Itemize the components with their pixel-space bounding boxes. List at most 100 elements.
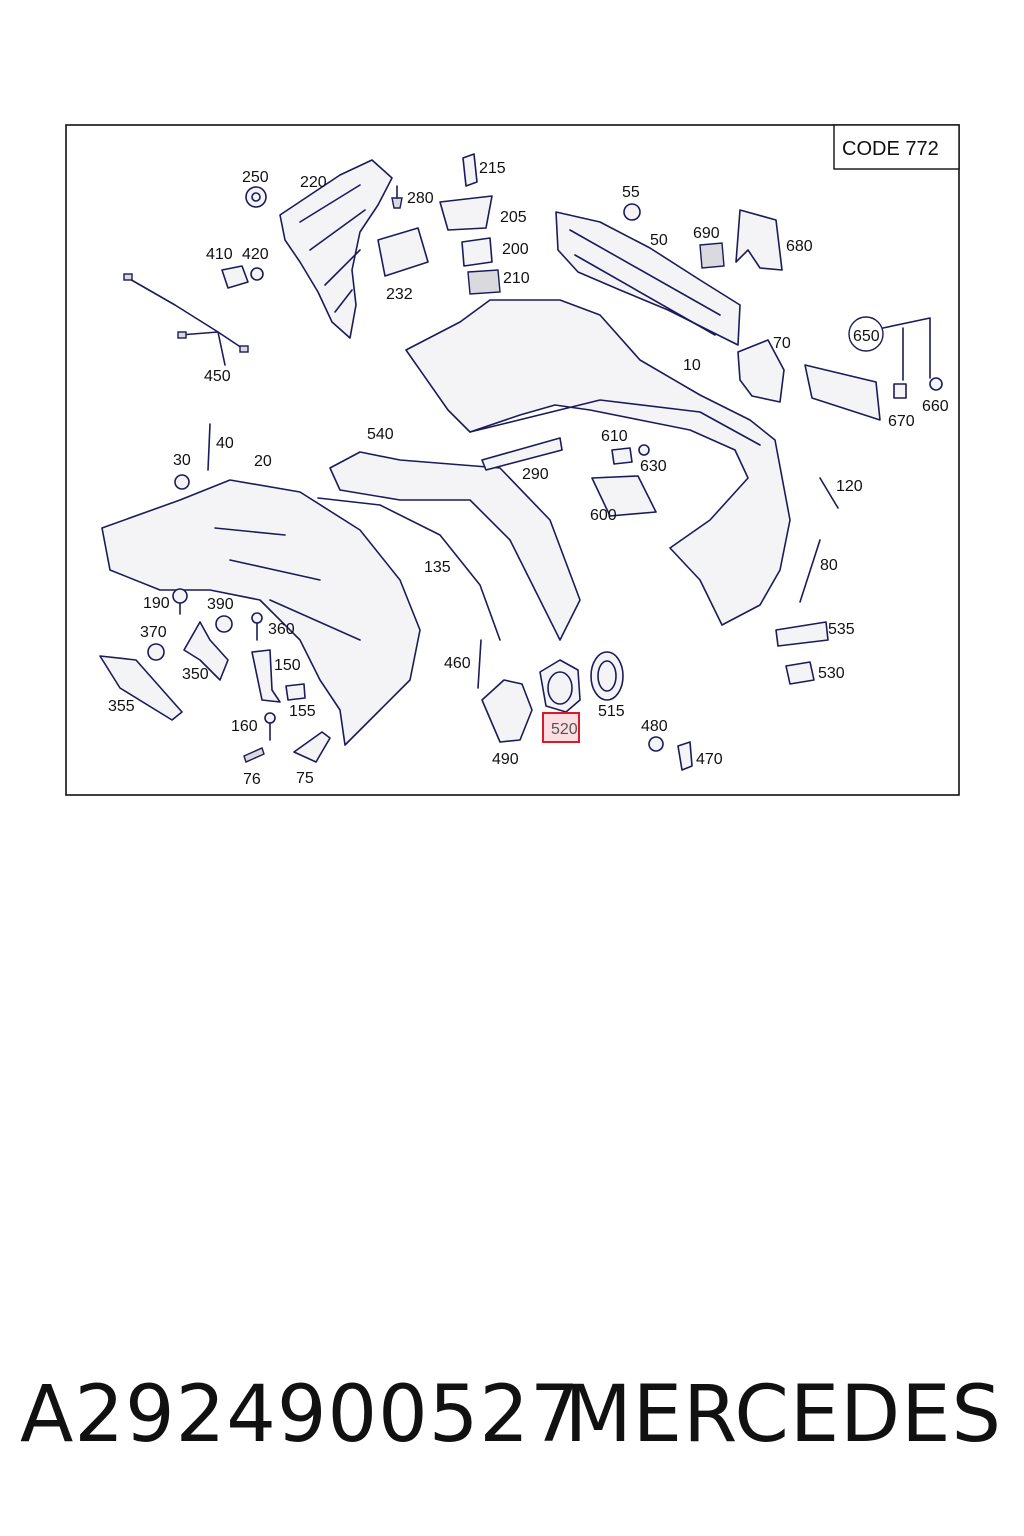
callout-150: 150 [274,657,301,674]
callout-610: 610 [601,428,628,445]
part-135-trim-strip [317,497,501,641]
callout-labels: 250 220 280 215 205 200 210 232 410 420 … [108,160,949,788]
callout-410: 410 [206,246,233,263]
callout-280: 280 [407,190,434,207]
part-660-screw [929,377,943,391]
callout-390: 390 [207,596,234,613]
part-55-nut [623,203,641,221]
part-10-bumper-cover [405,299,791,626]
part-155-clip [285,683,306,701]
callout-135: 135 [424,559,451,576]
callout-75: 75 [296,770,314,787]
callout-190: 190 [143,595,170,612]
callout-690: 690 [693,225,720,242]
callout-50: 50 [650,232,668,249]
part-76-clip [243,747,265,763]
callout-250: 250 [242,169,269,186]
code-box: CODE 772 [833,124,960,170]
callout-680: 680 [786,238,813,255]
callout-30: 30 [173,452,191,469]
callout-670: 670 [888,413,915,430]
part-280-screw [391,185,403,209]
part-190-clip [172,588,188,615]
callout-350: 350 [182,666,209,683]
callout-490: 490 [492,751,519,768]
callout-20: 20 [254,453,272,470]
callout-650: 650 [853,328,880,345]
callout-370: 370 [140,624,167,641]
callout-10: 10 [683,357,701,374]
callout-450: 450 [204,368,231,385]
callout-600: 600 [590,507,617,524]
part-670-clip [893,383,907,399]
parts-diagram: CODE 772 [65,124,960,796]
callout-70: 70 [773,335,791,352]
callout-480: 480 [641,718,668,735]
part-160-screw [264,712,276,741]
callout-120: 120 [836,478,863,495]
callout-540: 540 [367,426,394,443]
part-40-rod [207,423,211,471]
part-450-wiring [123,273,249,366]
part-530-clip [785,661,815,685]
callout-215: 215 [479,160,506,177]
part-540-trim [329,451,581,641]
code-label: CODE 772 [842,138,939,160]
part-350-bracket [183,621,229,681]
callout-40: 40 [216,435,234,452]
part-232-cover [377,227,429,277]
part-50-reinforcement [555,211,741,346]
part-370-grommet [147,643,165,661]
callout-160: 160 [231,718,258,735]
part-75-cover [293,731,331,763]
part-220-side-bracket [279,159,393,339]
callout-360: 360 [268,621,295,638]
callout-530: 530 [818,665,845,682]
part-120-strip [819,477,839,509]
part-150-bracket [251,649,281,703]
part-355-bracket [99,655,183,721]
part-80-strip [799,539,821,603]
part-470-clip [677,741,693,771]
part-520-exhaust-tip [539,659,581,713]
callout-460: 460 [444,655,471,672]
part-490-bracket [481,679,533,743]
part-360-screw [251,612,263,641]
part-600-bracket [591,475,657,517]
callout-515: 515 [598,703,625,720]
part-20-lower-bumper [101,479,421,746]
highlighted-callout: 520 [542,712,580,743]
callout-220: 220 [300,174,327,191]
part-480-nut [648,736,664,752]
part-200-frame [461,237,493,267]
diagram-frame [65,124,960,796]
part-680-bracket [735,209,783,271]
callout-205: 205 [500,209,527,226]
part-215-clip [462,153,478,187]
footer: A2924900527 MERCEDES [0,1370,1024,1480]
callout-630: 630 [640,458,667,475]
callout-155: 155 [289,703,316,720]
part-250-grommet [245,186,267,208]
part-535-bracket [775,621,829,647]
part-30-nut [174,474,190,490]
part-number: A2924900527 [20,1370,581,1460]
part-410-sensor [221,265,264,289]
callout-355: 355 [108,698,135,715]
part-515-trim-ring [590,651,624,701]
callout-660: 660 [922,398,949,415]
callout-470: 470 [696,751,723,768]
part-650-plate-holder [804,316,931,421]
callout-200: 200 [502,241,529,258]
part-70-bracket [737,339,785,403]
callout-535: 535 [828,621,855,638]
callout-520: 520 [551,721,578,738]
part-630-screw [638,444,650,456]
callout-76: 76 [243,771,261,788]
callout-420: 420 [242,246,269,263]
callout-55: 55 [622,184,640,201]
part-210-pad [467,269,501,295]
callout-80: 80 [820,557,838,574]
part-390-nut [215,615,233,633]
part-460-rod [477,639,482,689]
